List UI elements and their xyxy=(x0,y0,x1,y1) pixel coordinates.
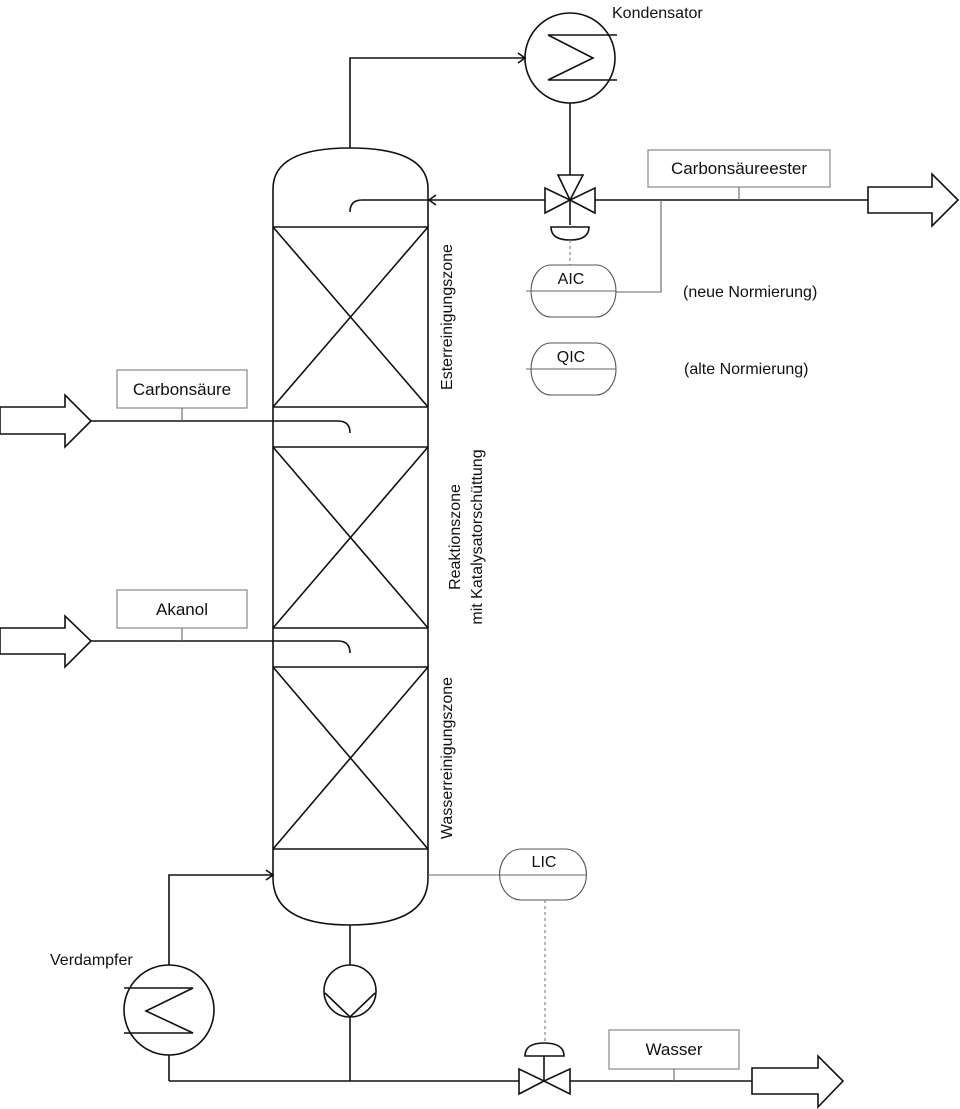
zone-label-reaction-2: mit Katalysatorschüttung xyxy=(469,449,486,624)
aic-instrument xyxy=(526,264,617,318)
new-standard-note: (neue Normierung) xyxy=(683,284,817,301)
three-way-valve-icon xyxy=(544,174,596,241)
water-stream-label: Wasser xyxy=(646,1040,703,1059)
zone-label-ester: Esterreinigungszone xyxy=(439,244,456,390)
alcohol-stream-label-box xyxy=(116,589,248,629)
column-bottom-head xyxy=(272,877,429,926)
ester-outlet-arrow-icon xyxy=(867,172,960,228)
evaporator-label: Verdampfer xyxy=(50,952,133,969)
valve-actuator-icon xyxy=(550,226,590,241)
alcohol-feed-line xyxy=(91,640,351,654)
acid-stream-label-box xyxy=(116,369,248,409)
alcohol-stream-label: Akanol xyxy=(156,600,208,619)
condenser-coil-icon xyxy=(547,34,617,81)
evaporator-coil-icon xyxy=(124,987,194,1034)
aic-sample-line xyxy=(616,200,662,293)
ester-stream-label: Carbonsäureester xyxy=(671,159,807,178)
condenser-label: Kondensator xyxy=(612,5,703,22)
evaporator xyxy=(123,964,215,1056)
qic-instrument xyxy=(526,342,617,396)
qic-label: QIC xyxy=(557,349,585,366)
acid-inlet-arrow-icon xyxy=(0,393,93,449)
distillation-column xyxy=(272,147,429,926)
lic-label: LIC xyxy=(532,854,557,871)
lic-instrument xyxy=(499,848,587,901)
acid-feed-line xyxy=(91,420,351,434)
aic-label: AIC xyxy=(558,271,585,288)
acid-stream-label: Carbonsäure xyxy=(133,380,231,399)
alcohol-inlet-arrow-icon xyxy=(0,614,93,669)
zone-label-reaction-1: Reaktionszone xyxy=(447,484,464,590)
packing-bed-ester-zone xyxy=(272,226,429,408)
packing-bed-reaction-zone xyxy=(272,446,429,629)
old-standard-note: (alte Normierung) xyxy=(684,361,808,378)
valve-actuator-icon xyxy=(524,1042,565,1057)
condenser xyxy=(524,12,617,104)
pump-icon xyxy=(323,964,377,1019)
vapor-return-line xyxy=(168,869,275,965)
zone-label-water: Wasserreinigungszone xyxy=(439,677,456,839)
ester-stream-label-box xyxy=(647,149,831,188)
column-top-head xyxy=(272,147,429,190)
overhead-vapor-line xyxy=(349,52,527,148)
reflux-line xyxy=(349,194,545,213)
control-valve-icon xyxy=(518,1042,571,1096)
water-outlet-arrow-icon xyxy=(751,1054,845,1109)
packing-bed-water-zone xyxy=(272,666,429,850)
